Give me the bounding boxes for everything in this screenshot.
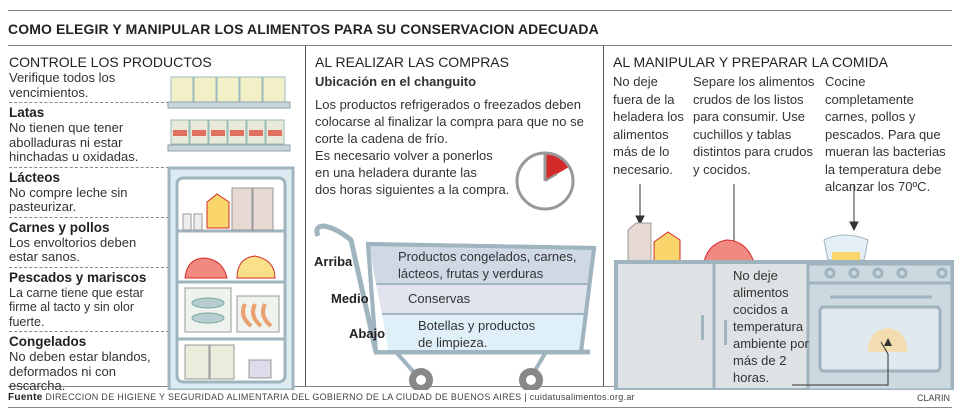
item-lacteos: Lácteos No compre leche sin pasteurizar. [9,166,169,215]
item-text: Los envoltorios deben estar sanos. [9,234,137,264]
item-pescados: Pescados y mariscos La carne tiene que e… [9,266,169,330]
meat-icon [703,239,755,263]
item-text: No deben estar blandos, deformados ni co… [9,349,151,393]
cooked-food-tip: No deje alimentos cocidos a temperatura … [733,268,809,385]
cold-chain-text: Los productos refrigerados o freezados d… [315,97,584,146]
source-text: DIRECCION DE HIGIENE Y SEGURIDAD ALIMENT… [45,392,635,402]
cart-level-label: Arriba [314,254,353,269]
item-text: La carne tiene que estar firme al tacto … [9,285,144,329]
compras-text: Los productos refrigerados o freezados d… [315,96,601,198]
item-title: Latas [9,105,45,120]
cart-level-label: Abajo [349,326,386,341]
title-rule [8,45,952,46]
shelves-and-fridge-illustration [167,76,295,390]
item-text: No tienen que tener abolladuras ni estar… [9,120,139,164]
kitchen-illustration [614,184,954,390]
tip-text: Cocine completamente carnes, pollos y pe… [825,74,946,194]
item-title: Pescados y mariscos [9,269,147,285]
column-divider [603,45,604,386]
text-line: en una heladera durante las [315,165,477,180]
section-heading: CONTROLE LOS PRODUCTOS [9,54,212,70]
section-subheading: Ubicación en el changuito [315,74,477,89]
bottom-rule [8,407,952,408]
two-hours-text: Es necesario volver a ponerlos en una he… [315,147,510,198]
footer-rule [8,386,952,387]
product-checklist: Verifique todos los vencimientos. Latas … [9,70,169,394]
item-latas: Latas No tienen que tener abolladuras ni… [9,102,169,165]
column-divider [305,45,306,386]
item-title: Lácteos [9,169,61,185]
cart-level-text: Conservas [408,291,471,306]
fridge-icon [167,166,295,390]
cart-level-text: Productos congelados, carnes, lácteos, f… [398,249,577,281]
shopping-cart-illustration [314,223,597,390]
cans-icon [167,76,291,152]
section-heading: AL REALIZAR LAS COMPRAS [315,54,509,70]
clock-icon [515,151,575,211]
milk-carton-icon [627,222,652,263]
item-carnes: Carnes y pollos Los envoltorios deben es… [9,216,169,265]
section-heading: AL MANIPULAR Y PREPARAR LA COMIDA [613,54,888,70]
top-rule [8,10,952,11]
item-title: Congelados [9,334,87,349]
cheese-icon [653,231,681,263]
tip-text: Separe los alimentos crudos de los listo… [693,74,815,177]
page-title: COMO ELEGIR Y MANIPULAR LOS ALIMENTOS PA… [8,21,599,37]
item-title: Carnes y pollos [9,219,110,235]
intro-text: Verifique todos los vencimientos. [9,70,116,100]
source-footer: Fuente DIRECCION DE HIGIENE Y SEGURIDAD … [8,392,635,403]
text-line: dos horas siguientes a la compra. [315,182,510,197]
item-congelados: Congelados No deben estar blandos, defor… [9,331,169,394]
text-line: Es necesario volver a ponerlos [315,148,493,163]
knob-icon [824,267,948,279]
item-text: No compre leche sin pasteurizar. [9,184,128,214]
cart-level-text: Botellas y productos de limpieza. [418,318,536,350]
credit: CLARIN [916,393,950,403]
cart-level-label: Medio [331,291,369,306]
tip-text: No deje fuera de la heladera los aliment… [613,74,684,177]
source-label: Fuente [8,392,43,403]
